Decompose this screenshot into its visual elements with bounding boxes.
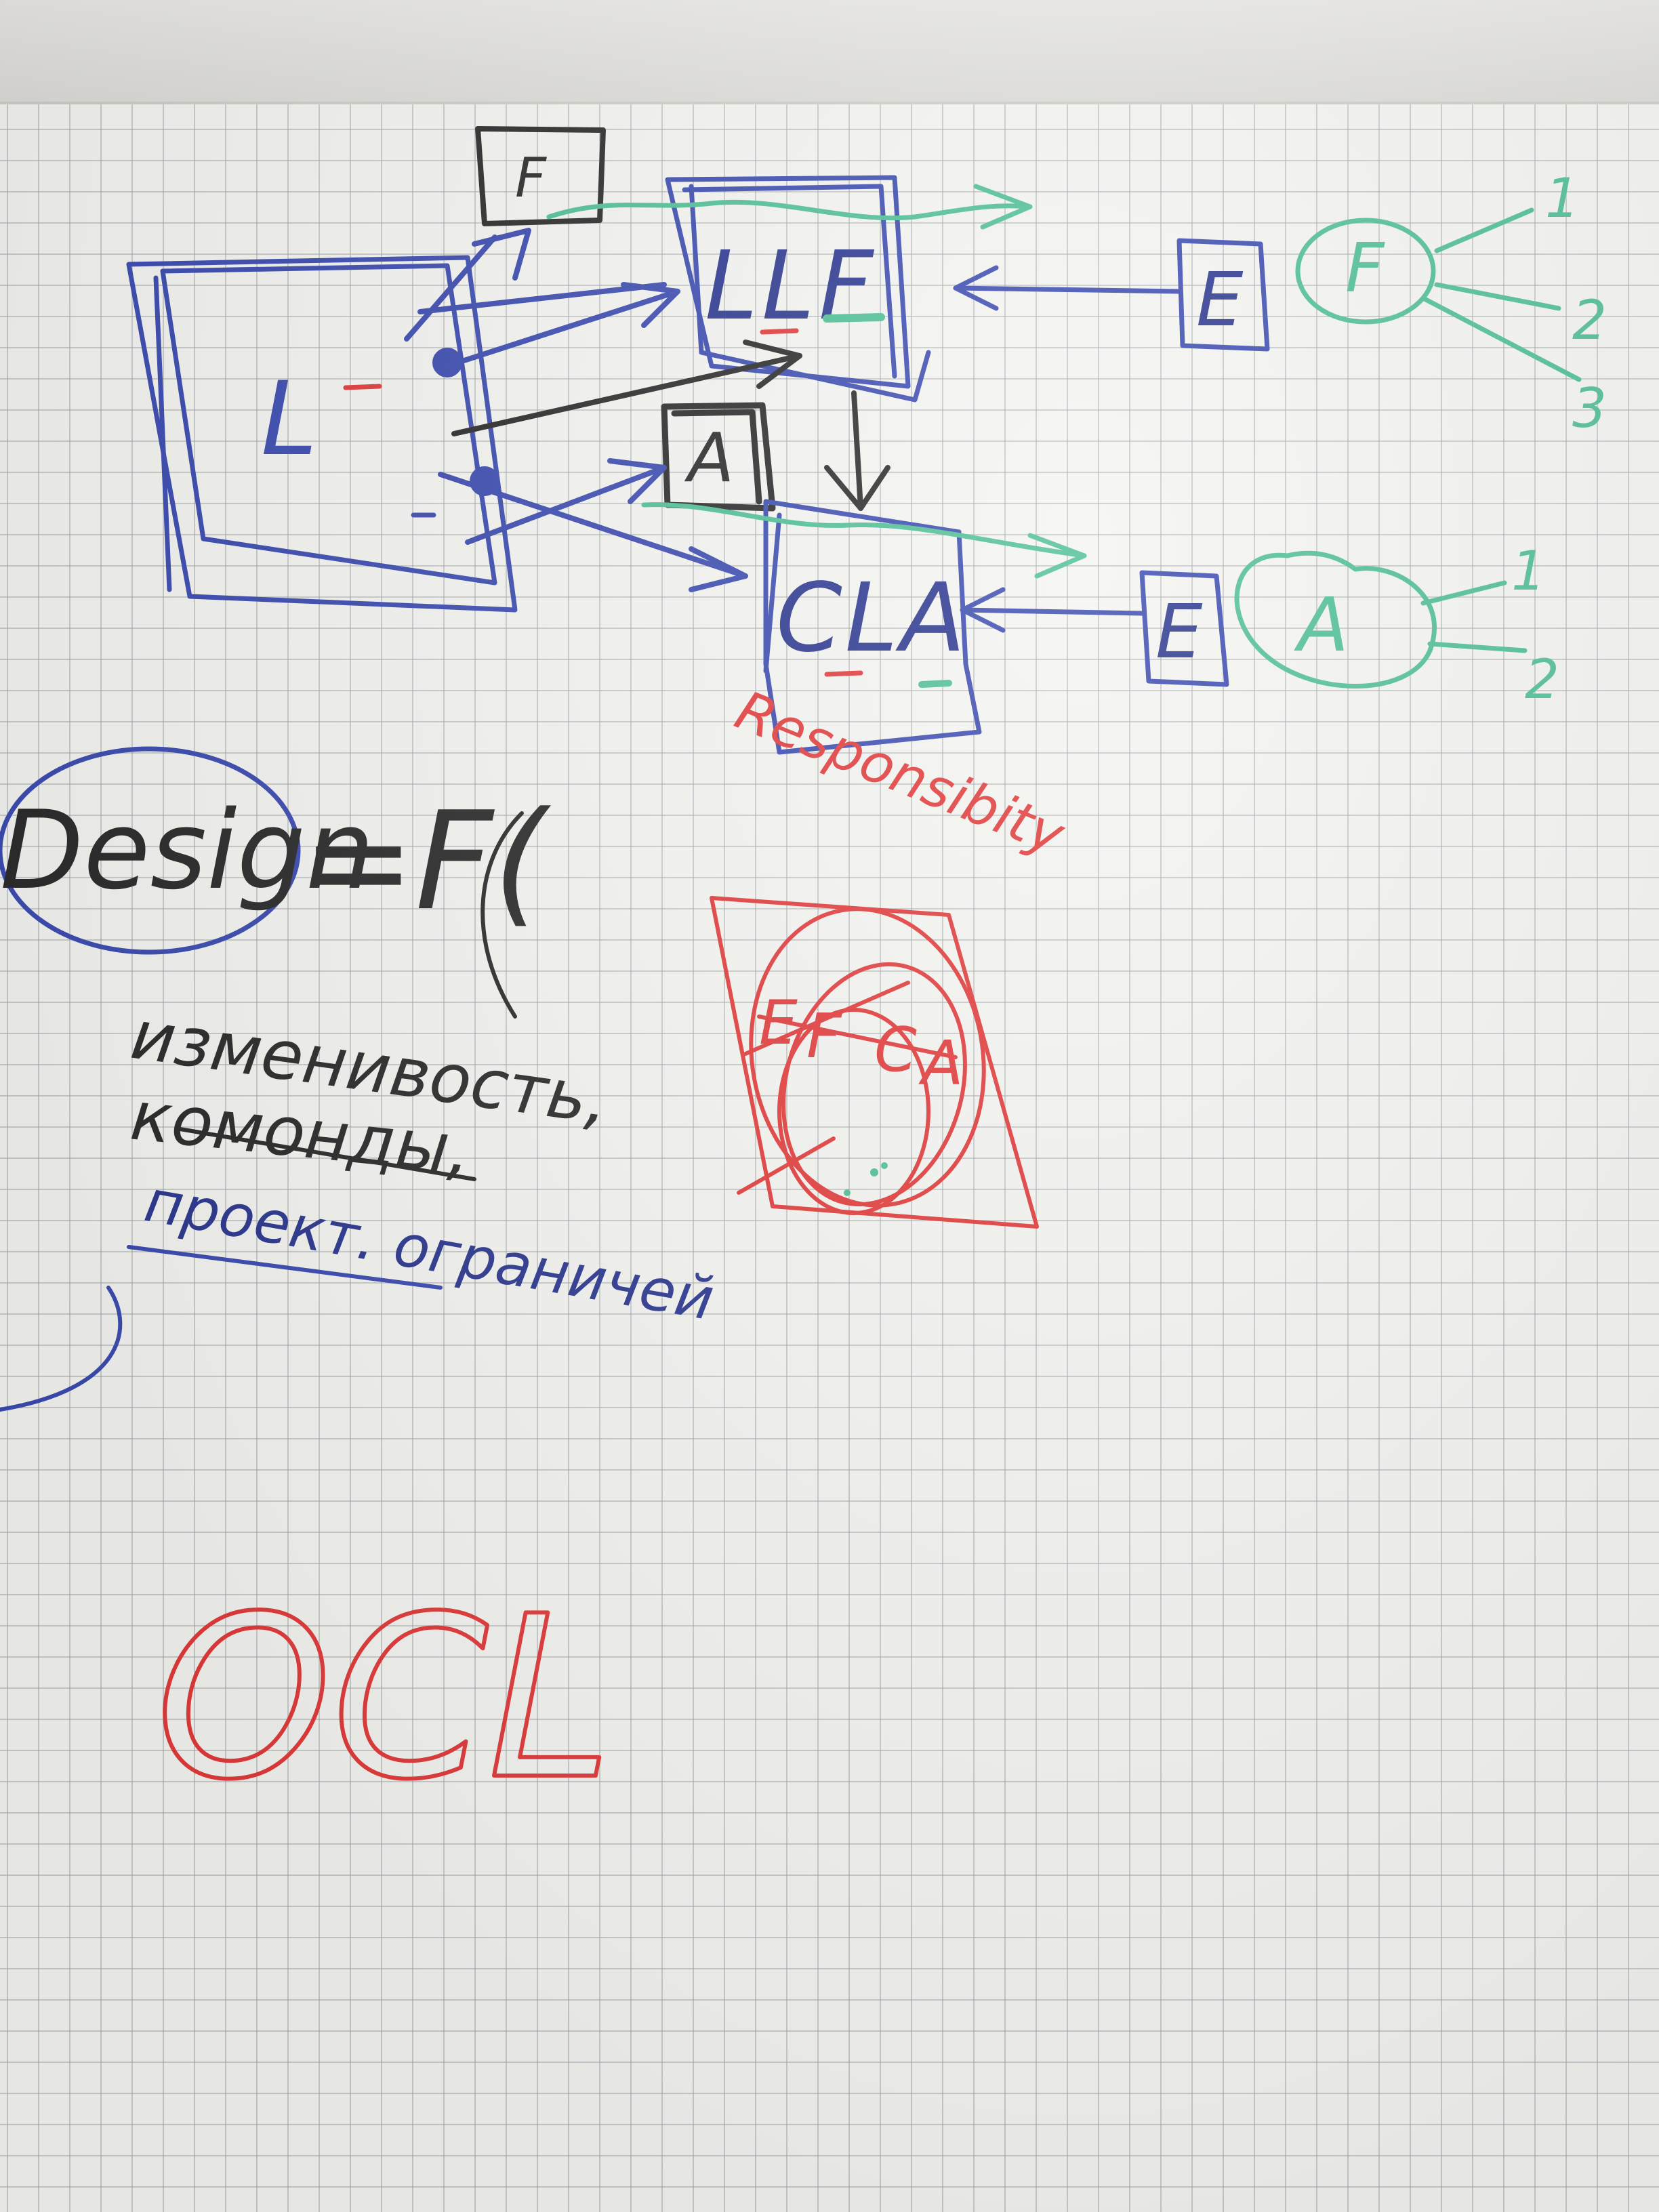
cloud-f	[1295, 207, 1582, 382]
formula-line-3: проект. ограничей	[140, 1167, 718, 1334]
design-equals-f: =F(	[302, 783, 552, 941]
box-f-small-label: F	[515, 146, 547, 209]
box-cla-red-mark	[824, 670, 863, 677]
box-llf-red-mark	[760, 328, 799, 335]
design-word: Design	[0, 787, 374, 914]
arrow-l-to-llf-black	[451, 340, 802, 436]
cloud-a-label: A	[1294, 581, 1349, 668]
red-scribble-box	[710, 896, 1039, 1229]
cloud-a	[1234, 550, 1528, 689]
box-cla	[763, 499, 982, 755]
design-circle	[0, 746, 301, 955]
green-wave-bottom	[641, 502, 1087, 579]
box-llf-green-mark	[823, 313, 885, 323]
box-f-small	[475, 126, 606, 226]
arrows-l-to-llf	[404, 228, 680, 377]
green-wave-top	[546, 184, 1033, 230]
responsibility-note: Responsibity	[727, 678, 1074, 867]
design-paren-stroke	[480, 811, 524, 1019]
box-a-small	[661, 402, 776, 512]
ext-box-bottom	[960, 570, 1229, 687]
box-l	[126, 255, 518, 613]
box-llf-label: LLF	[705, 231, 878, 342]
scribble-label-f: F	[806, 1001, 842, 1072]
flipchart-top-strip	[0, 0, 1659, 104]
scribble-label-e: E	[759, 987, 798, 1059]
box-cla-label: CLA	[776, 563, 968, 674]
ext-box-bottom-label: E	[1155, 588, 1203, 675]
design-closing-paren	[0, 1286, 123, 1412]
cloud-f-branch-2: 2	[1572, 289, 1607, 352]
box-a-small-label: A	[684, 418, 734, 497]
scribble-label-c: C	[874, 1015, 917, 1086]
ext-box-top-label: E	[1196, 256, 1244, 343]
cloud-a-branch-1: 1	[1511, 539, 1546, 602]
arrows-l-to-a-and-cla	[438, 458, 748, 592]
cloud-f-branch-1: 1	[1545, 167, 1580, 230]
cloud-f-branch-3: 3	[1572, 377, 1607, 440]
formula-line-2-underline	[174, 1126, 476, 1181]
scribble-label-a: A	[918, 1028, 964, 1099]
box-l-red-mark	[343, 384, 382, 390]
box-l-label: L	[261, 361, 318, 478]
ocl-note: OCL	[156, 1568, 613, 1828]
box-cla-green-mark	[918, 680, 952, 688]
ext-box-top	[953, 238, 1270, 352]
box-llf	[665, 175, 931, 403]
formula-line-3-underline	[127, 1245, 443, 1290]
cloud-f-label: F	[1345, 228, 1385, 308]
cloud-a-branch-2: 2	[1525, 648, 1559, 711]
arrow-llf-to-cla	[824, 390, 890, 511]
